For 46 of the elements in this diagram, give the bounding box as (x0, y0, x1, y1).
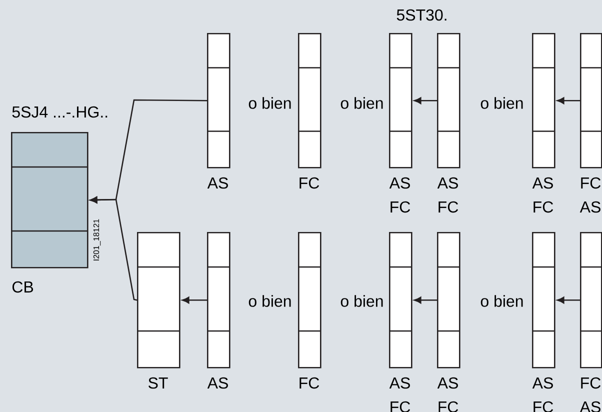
text-label: o bien (340, 97, 383, 109)
module-label: AS (580, 201, 600, 213)
text-label: 5ST30. (396, 9, 446, 21)
module-box (437, 232, 460, 368)
module-box (437, 33, 460, 168)
module-box (137, 232, 180, 368)
module-label: AS (207, 177, 228, 189)
text-label: o bien (480, 295, 523, 307)
arrow (414, 97, 437, 104)
arrow (556, 97, 580, 104)
module-label: FC (300, 377, 320, 389)
text-label: o bien (480, 97, 523, 109)
module-label: AS (437, 177, 458, 189)
arrow (414, 296, 437, 304)
module-box (580, 33, 602, 168)
module-label: AS (389, 377, 410, 389)
module-label: FC (390, 201, 410, 213)
module-label: AS (532, 177, 553, 189)
module-label: 5SJ4 ...-.HG.. (12, 106, 108, 118)
module-label: AS (532, 377, 553, 389)
module-box (389, 33, 412, 168)
module-label: FC (581, 377, 601, 389)
text-label: o bien (340, 295, 383, 307)
text-label: o bien (248, 295, 291, 307)
module-label: AS (207, 377, 228, 389)
module-label: FC (438, 201, 458, 213)
module-box (298, 33, 322, 168)
arrow (182, 296, 207, 304)
module-box (532, 33, 556, 168)
module-box (11, 132, 88, 268)
module-box (389, 232, 412, 368)
module-label: CB (12, 281, 34, 293)
arrow (90, 196, 138, 301)
module-box (580, 232, 602, 368)
arrow (556, 296, 580, 304)
module-label: ST (148, 377, 168, 389)
text-label: o bien (248, 97, 291, 109)
module-label: AS (389, 177, 410, 189)
module-box (207, 232, 230, 368)
module-box (298, 232, 322, 368)
module-label: AS (437, 377, 458, 389)
module-label: FC (581, 177, 601, 189)
module-box (532, 232, 556, 368)
module-label: FC (300, 177, 320, 189)
module-label: FC (534, 201, 554, 213)
module-box (207, 33, 230, 168)
